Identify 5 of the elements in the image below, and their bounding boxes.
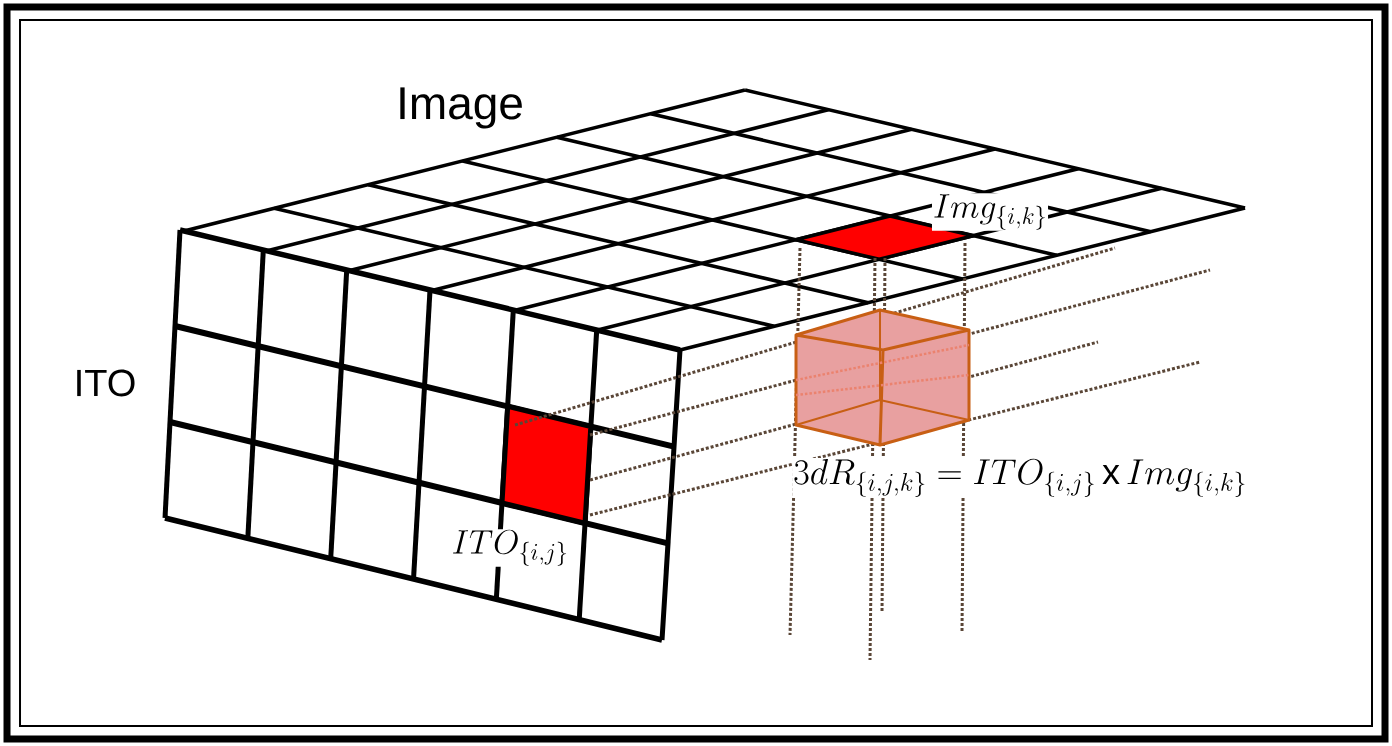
formula-label: $Img_{\{i,k\}}$ xyxy=(932,193,1049,231)
formula-label: $ITO_{\{i,j\}}$ xyxy=(450,529,570,567)
axis-label: ITO xyxy=(77,369,135,397)
formula-label: $3dR_{\{i,j,k\}} = ITO_{\{i,j\}}\,\mathrm{x}\,Img_{\{i,k\}}$ xyxy=(792,458,1248,498)
title-label: Image xyxy=(400,87,522,129)
